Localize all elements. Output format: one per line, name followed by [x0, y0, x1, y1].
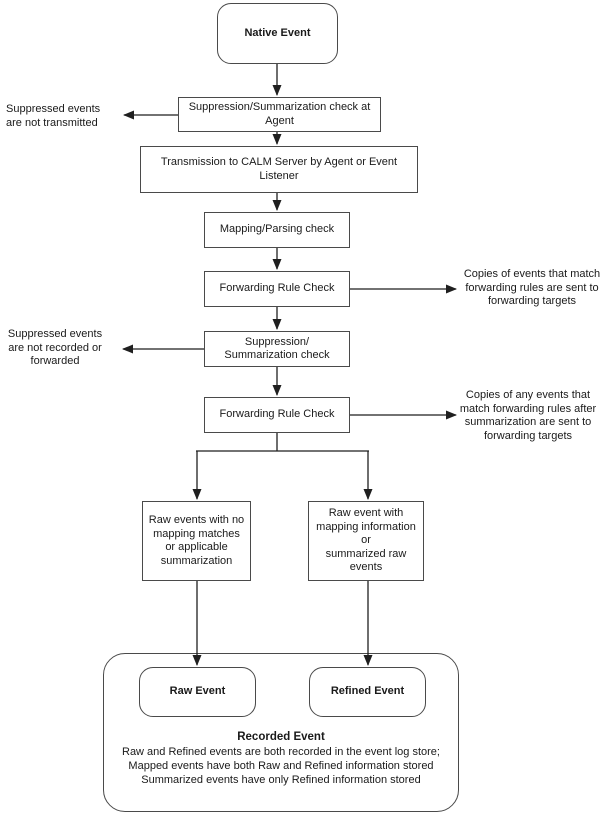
node-refined-event: Refined Event	[309, 667, 426, 717]
recorded-event-description: Raw and Refined events are both recorded…	[122, 746, 440, 786]
node-raw-event: Raw Event	[139, 667, 256, 717]
annotation-copies-after-summarization: Copies of any events that match forwardi…	[459, 389, 597, 442]
node-forwarding-rule-check-2: Forwarding Rule Check	[204, 397, 350, 433]
annotation-copies-match-forwarding: Copies of events that match forwarding r…	[463, 268, 601, 307]
node-suppression-check-agent: Suppression/Summarization check at Agent	[178, 97, 381, 132]
recorded-event-text: Recorded Event Raw and Refined events ar…	[111, 730, 451, 787]
node-raw-events-no-mapping: Raw events with no mapping matches or ap…	[142, 501, 251, 581]
node-raw-event-with-mapping: Raw event with mapping information or su…	[308, 501, 424, 581]
node-suppression-summarization-check: Suppression/ Summarization check	[204, 331, 350, 367]
node-forwarding-rule-check-1: Forwarding Rule Check	[204, 271, 350, 307]
node-transmission-calm-server: Transmission to CALM Server by Agent or …	[140, 146, 418, 193]
node-native-event: Native Event	[217, 3, 338, 64]
node-mapping-parsing-check: Mapping/Parsing check	[204, 212, 350, 248]
recorded-event-title: Recorded Event	[237, 731, 325, 743]
annotation-suppressed-not-transmitted: Suppressed events are not transmitted	[6, 103, 101, 129]
annotation-suppressed-not-recorded: Suppressed events are not recorded or fo…	[7, 328, 103, 367]
